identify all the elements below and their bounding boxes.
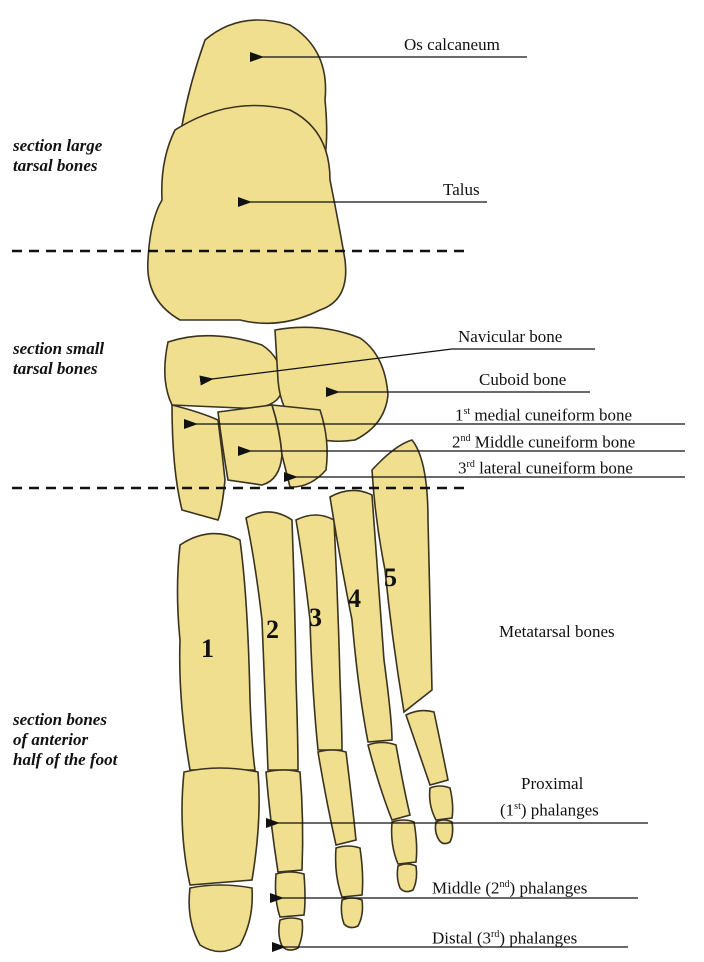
foot-bones	[148, 20, 453, 952]
label-lateral-cuneiform-ordinal: 3	[458, 459, 467, 478]
middle-phalanx-2	[276, 872, 306, 917]
label-proximal-pre: (1	[500, 801, 514, 820]
proximal-phalanx-3	[318, 750, 356, 845]
proximal-phalanx-5	[406, 711, 448, 785]
label-medial-cuneiform-sup: st	[464, 406, 471, 417]
label-proximal-line1: Proximal	[521, 774, 583, 794]
section-label-line: section bones	[13, 710, 117, 730]
metatarsal-1-bone	[178, 534, 256, 770]
proximal-phalanx-1	[182, 768, 259, 885]
section-label-anterior-foot: section bones of anterior half of the fo…	[13, 710, 117, 770]
section-label-line: tarsal bones	[13, 156, 102, 176]
label-middle-cuneiform-sup: nd	[461, 433, 471, 444]
metatarsal-3-bone	[296, 515, 342, 750]
label-middle-phalanges: Middle (2nd) phalanges	[432, 875, 587, 899]
label-proximal-post: ) phalanges	[521, 801, 599, 820]
metatarsal-number-3: 3	[309, 604, 322, 632]
label-navicular-bone: Navicular bone	[458, 327, 562, 347]
label-middle-sup: nd	[500, 879, 510, 890]
label-medial-cuneiform-ordinal: 1	[455, 406, 464, 425]
label-lateral-cuneiform: 3rd lateral cuneiform bone	[458, 455, 633, 479]
label-distal-phalanges: Distal (3rd) phalanges	[432, 925, 577, 949]
label-cuboid-bone: Cuboid bone	[479, 370, 566, 390]
middle-phalanx-5	[430, 786, 453, 820]
distal-phalanx-3	[341, 898, 362, 928]
distal-phalanx-4	[397, 864, 416, 892]
label-middle-cuneiform-text: Middle cuneiform bone	[475, 433, 636, 452]
label-middle-cuneiform: 2nd Middle cuneiform bone	[452, 429, 635, 453]
label-lateral-cuneiform-sup: rd	[467, 459, 475, 470]
section-label-line: section small	[13, 339, 104, 359]
middle-phalanx-3	[336, 846, 363, 897]
proximal-phalanx-4	[368, 743, 410, 821]
label-middle-cuneiform-ordinal: 2	[452, 433, 461, 452]
section-label-line: section large	[13, 136, 102, 156]
middle-phalanx-4	[392, 820, 417, 864]
section-label-large-tarsal: section large tarsal bones	[13, 136, 102, 176]
distal-phalanx-1	[189, 885, 252, 952]
label-middle-pre: Middle (2	[432, 879, 500, 898]
metatarsal-number-4: 4	[348, 585, 361, 613]
middle-cuneiform-bone	[218, 405, 282, 485]
label-middle-post: ) phalanges	[510, 879, 588, 898]
distal-phalanx-2	[279, 918, 303, 950]
section-label-line: half of the foot	[13, 750, 117, 770]
label-medial-cuneiform: 1st medial cuneiform bone	[455, 402, 632, 426]
label-proximal-sup: st	[514, 801, 521, 812]
section-label-small-tarsal: section small tarsal bones	[13, 339, 104, 379]
label-lateral-cuneiform-text: lateral cuneiform bone	[479, 459, 633, 478]
label-distal-pre: Distal (3	[432, 929, 491, 948]
label-proximal-phalanges: (1st) phalanges	[500, 797, 599, 821]
proximal-phalanx-2	[266, 770, 303, 872]
section-label-line: tarsal bones	[13, 359, 104, 379]
label-distal-post: ) phalanges	[499, 929, 577, 948]
label-talus: Talus	[443, 180, 480, 200]
label-os-calcaneum: Os calcaneum	[404, 35, 500, 55]
talus-bone	[148, 106, 346, 324]
section-label-line: of anterior	[13, 730, 117, 750]
metatarsal-number-5: 5	[384, 564, 397, 592]
metatarsal-number-2: 2	[266, 616, 279, 644]
label-metatarsal-bones: Metatarsal bones	[499, 622, 615, 642]
label-medial-cuneiform-text: medial cuneiform bone	[474, 406, 632, 425]
medial-cuneiform-bone	[172, 405, 225, 520]
metatarsal-number-1: 1	[201, 635, 214, 663]
